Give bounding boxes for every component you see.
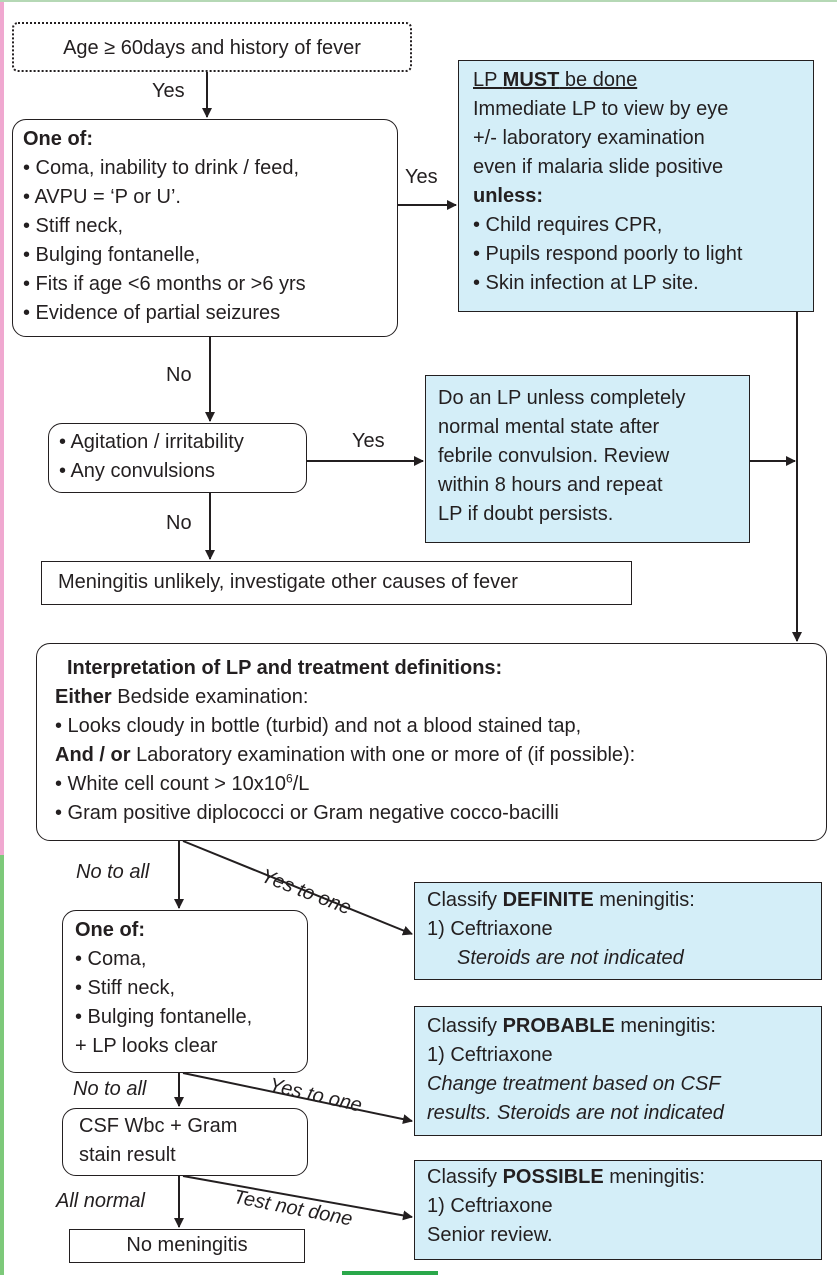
- probable-note: results. Steroids are not indicated: [427, 1102, 724, 1124]
- criteria-box-3: One of: • Coma, • Stiff neck, • Bulging …: [62, 910, 308, 1073]
- label-no: No: [166, 512, 192, 534]
- label-yes: Yes: [405, 166, 438, 188]
- criteria-item: • Evidence of partial seizures: [23, 302, 281, 324]
- criteria-item: • Bulging fontanelle,: [23, 244, 201, 266]
- criteria-box-2: • Agitation / irritability • Any convuls…: [48, 423, 307, 493]
- start-box: Age ≥ 60days and history of fever: [12, 22, 412, 72]
- lp-line: +/- laboratory examination: [473, 127, 705, 149]
- label-yes: Yes: [152, 80, 185, 102]
- lp-exception-item: • Pupils respond poorly to light: [473, 243, 743, 265]
- probable-meningitis-box: Classify PROBABLE meningitis: 1) Ceftria…: [414, 1006, 822, 1136]
- lp-exception-item: • Child requires CPR,: [473, 214, 663, 236]
- label-no-to-all: No to all: [73, 1078, 147, 1100]
- no-meningitis-box: No meningitis: [69, 1229, 305, 1263]
- interpretation-andor: And / or Laboratory examination with one…: [55, 744, 636, 766]
- criteria-item: • AVPU = ‘P or U’.: [23, 186, 181, 208]
- lp-must-heading: LP MUST be done: [473, 69, 638, 91]
- do-lp-line: febrile convulsion. Review: [438, 445, 670, 467]
- edge-strip-pink: [0, 0, 4, 855]
- criteria-item: • Agitation / irritability: [59, 431, 244, 453]
- definite-note: Steroids are not indicated: [457, 947, 684, 969]
- label-yes: Yes: [352, 430, 385, 452]
- criteria-item: • Coma, inability to drink / feed,: [23, 157, 300, 179]
- start-text: Age ≥ 60days and history of fever: [63, 37, 361, 59]
- definite-heading: Classify DEFINITE meningitis:: [427, 889, 695, 911]
- probable-heading: Classify PROBABLE meningitis:: [427, 1015, 716, 1037]
- possible-heading: Classify POSSIBLE meningitis:: [427, 1166, 705, 1188]
- criteria-box-3-heading: One of:: [75, 919, 145, 941]
- interpretation-either: Either Bedside examination:: [55, 686, 309, 708]
- interpretation-bullet: • Gram positive diplococci or Gram negat…: [55, 802, 559, 824]
- do-lp-line: normal mental state after: [438, 416, 660, 438]
- interpretation-title: Interpretation of LP and treatment defin…: [67, 657, 503, 679]
- csf-line: stain result: [79, 1144, 176, 1166]
- criteria-box-1-heading: One of:: [23, 128, 93, 150]
- interpretation-bullet: • White cell count > 10x106/L: [55, 771, 310, 795]
- label-no: No: [166, 364, 192, 386]
- probable-treatment: 1) Ceftriaxone: [427, 1044, 553, 1066]
- lp-line: even if malaria slide positive: [473, 156, 724, 178]
- possible-note: Senior review.: [427, 1224, 553, 1246]
- criteria-item: + LP looks clear: [75, 1035, 218, 1057]
- arrow-box3-to-probable: [182, 1072, 413, 1125]
- interpretation-bullet: • Looks cloudy in bottle (turbid) and no…: [55, 715, 582, 737]
- do-lp-line: within 8 hours and repeat: [438, 474, 663, 496]
- label-all-normal: All normal: [56, 1190, 145, 1212]
- definite-meningitis-box: Classify DEFINITE meningitis: 1) Ceftria…: [414, 882, 822, 980]
- criteria-item: • Stiff neck,: [23, 215, 124, 237]
- do-lp-box: Do an LP unless completely normal mental…: [425, 375, 750, 543]
- label-no-to-all: No to all: [76, 861, 150, 883]
- do-lp-line: Do an LP unless completely: [438, 387, 686, 409]
- arrow-interp-to-definite: [182, 840, 413, 936]
- lp-unless: unless:: [473, 185, 544, 207]
- meningitis-unlikely-text: Meningitis unlikely, investigate other c…: [58, 571, 518, 593]
- csf-line: CSF Wbc + Gram: [79, 1115, 238, 1137]
- definite-treatment: 1) Ceftriaxone: [427, 918, 553, 940]
- do-lp-line: LP if doubt persists.: [438, 503, 614, 525]
- criteria-item: • Coma,: [75, 948, 147, 970]
- possible-treatment: 1) Ceftriaxone: [427, 1195, 553, 1217]
- arrow-csf-to-possible: [182, 1175, 413, 1221]
- probable-note: Change treatment based on CSF: [427, 1073, 721, 1095]
- meningitis-unlikely-box: Meningitis unlikely, investigate other c…: [41, 561, 632, 605]
- criteria-box-1: One of: • Coma, inability to drink / fee…: [12, 119, 398, 337]
- csf-result-box: CSF Wbc + Gram stain result: [62, 1108, 308, 1176]
- criteria-item: • Fits if age <6 months or >6 yrs: [23, 273, 306, 295]
- edge-strip-green: [0, 855, 4, 1275]
- criteria-item: • Bulging fontanelle,: [75, 1006, 253, 1028]
- lp-line: Immediate LP to view by eye: [473, 98, 729, 120]
- top-edge-line: [0, 0, 837, 2]
- interpretation-box: Interpretation of LP and treatment defin…: [36, 643, 827, 841]
- lp-exception-item: • Skin infection at LP site.: [473, 272, 699, 294]
- criteria-item: • Stiff neck,: [75, 977, 176, 999]
- possible-meningitis-box: Classify POSSIBLE meningitis: 1) Ceftria…: [414, 1160, 822, 1260]
- criteria-item: • Any convulsions: [59, 460, 215, 482]
- lp-must-box: LP MUST be done Immediate LP to view by …: [458, 60, 814, 312]
- bottom-accent-bar: [342, 1271, 438, 1275]
- no-meningitis-text: No meningitis: [126, 1234, 248, 1256]
